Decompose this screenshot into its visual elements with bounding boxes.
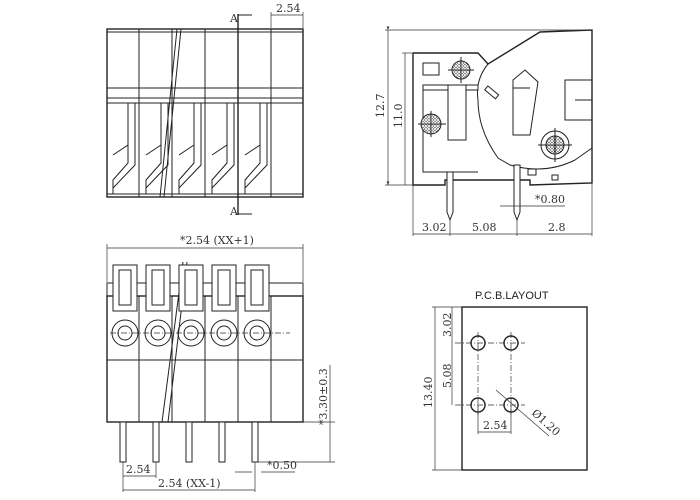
side-dim-right: 2.8 [548, 221, 566, 234]
side-pin-width: *0.80 [535, 193, 565, 206]
pcb-hole-1 [470, 335, 486, 351]
top-lever-5 [244, 103, 268, 194]
top-view: A A 2.54 [106, 2, 304, 218]
top-lever-2 [145, 103, 169, 194]
front-pin-length: *3.30±0.3 [317, 368, 330, 425]
section-marker-top: A [229, 12, 239, 25]
front-pitch: 2.54 [126, 463, 151, 476]
pcb-hole-2 [503, 335, 519, 351]
pcb-row-spacing: 5.08 [441, 364, 454, 389]
section-marker-bottom: A [229, 205, 239, 218]
front-cell-5 [243, 264, 271, 463]
top-lever-1 [112, 102, 136, 194]
top-lever-3 [178, 103, 202, 194]
side-view: 12.7 11.0 3.02 5.08 2.8 *0.80 [374, 26, 593, 236]
front-cell-2 [144, 264, 172, 463]
front-cell-4 [210, 264, 238, 463]
side-dim-left: 3.02 [422, 221, 447, 234]
pcb-top-offset: 3.02 [441, 313, 454, 338]
front-overall-width: *2.54 (XX+1) [180, 234, 254, 247]
pcb-title: P.C.B.LAYOUT [475, 290, 549, 302]
pcb-overall-height: 13.40 [422, 377, 435, 409]
front-span: 2.54 (XX-1) [158, 477, 221, 490]
front-view: *2.54 (XX+1) [106, 234, 335, 492]
front-pin-thickness: *0.50 [267, 459, 297, 472]
side-body-height: 11.0 [392, 104, 405, 129]
side-dim-mid: 5.08 [472, 221, 497, 234]
pcb-layout: P.C.B.LAYOUT 13.40 3.02 5.08 2.54 Ø1.20 [422, 290, 588, 471]
top-lever-4 [211, 103, 235, 194]
top-pitch-label: 2.54 [276, 2, 301, 15]
pcb-col-spacing: 2.54 [483, 419, 508, 432]
side-overall-height: 12.7 [374, 94, 387, 119]
front-cell-3 [177, 264, 205, 463]
front-cell-1 [111, 264, 139, 463]
